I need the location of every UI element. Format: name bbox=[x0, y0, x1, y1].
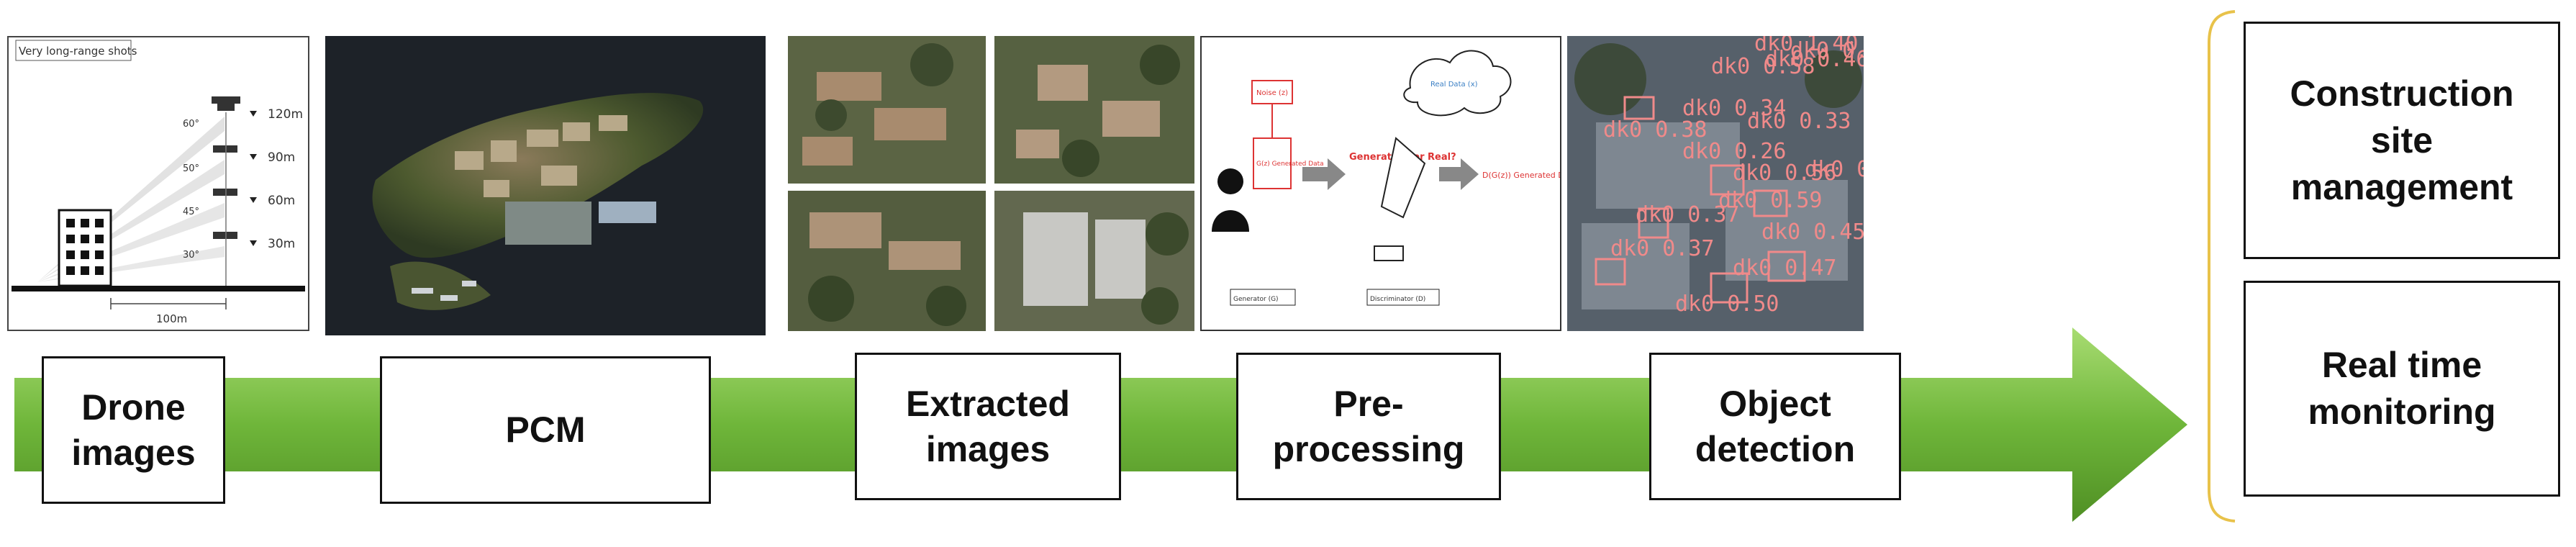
pcm-image bbox=[325, 36, 766, 335]
detection-label: dk0 0.26 bbox=[1682, 139, 1787, 164]
object-detection-image: dk0 1.40 dk0 0.58 dk0 0.46 dk0 0.32 dk0 … bbox=[1567, 36, 1864, 331]
detection-label: dk0 0.59 bbox=[1718, 188, 1823, 213]
drone-panel-title: Very long-range shots bbox=[19, 45, 137, 58]
drone-images-panel: Very long-range shots 120m 90m 60m 30m 6… bbox=[7, 36, 309, 331]
detection-label: dk0 0.56 bbox=[1733, 161, 1837, 186]
distance-label: 100m bbox=[156, 312, 187, 325]
detection-label: dk0 0.37 bbox=[1610, 236, 1715, 261]
noise-label: Noise (z) bbox=[1256, 89, 1288, 97]
extracted-image-4 bbox=[994, 191, 1194, 331]
output-construction-site-management: Construction site management bbox=[2244, 22, 2560, 259]
angle-label: 45° bbox=[183, 207, 199, 217]
stage-drone-images: Drone images bbox=[42, 356, 225, 504]
extracted-image-3 bbox=[788, 191, 986, 331]
discriminator-label: Discriminator (D) bbox=[1370, 296, 1425, 303]
detection-label: dk0 0.46 bbox=[1765, 47, 1864, 72]
detection-label: dk0 0.34 bbox=[1682, 96, 1787, 121]
output-bracket bbox=[2208, 10, 2236, 523]
generated-data-label: G(z) Generated Data bbox=[1256, 161, 1324, 168]
stage-pcm: PCM bbox=[380, 356, 711, 504]
detection-label: dk0 0.45 bbox=[1761, 220, 1864, 245]
altitude-label: 60m bbox=[268, 194, 295, 208]
detection-label: dk0 0.38 bbox=[1603, 117, 1707, 143]
detection-label: dk0 0.50 bbox=[1675, 291, 1779, 317]
stage-extracted-images: Extracted images bbox=[855, 353, 1121, 500]
building-icon bbox=[58, 209, 112, 287]
altitude-label: 30m bbox=[268, 237, 295, 251]
generator-label: Generator (G) bbox=[1233, 296, 1279, 303]
altitude-label: 120m bbox=[268, 107, 303, 122]
angle-label: 50° bbox=[183, 163, 199, 174]
detection-label: dk0 0.33 bbox=[1747, 109, 1851, 134]
real-data-label: Real Data (x) bbox=[1430, 81, 1478, 89]
extracted-image-2 bbox=[994, 36, 1194, 184]
extracted-image-1 bbox=[788, 36, 986, 184]
stage-pre-processing: Pre- processing bbox=[1236, 353, 1501, 500]
person-icon bbox=[1217, 168, 1243, 194]
detection-label: dk0 0.32 bbox=[1790, 38, 1864, 63]
output-label: D(G(z)) Generated D(x) Real bbox=[1482, 171, 1560, 180]
detection-label: dk0 0.27 bbox=[1805, 157, 1864, 182]
angle-label: 30° bbox=[183, 250, 199, 261]
detection-label: dk0 0.37 bbox=[1636, 202, 1740, 227]
detection-label: dk0 1.40 bbox=[1754, 36, 1859, 56]
detection-label: dk0 0.58 bbox=[1711, 54, 1815, 79]
angle-label: 60° bbox=[183, 119, 199, 130]
preprocessing-diagram: Noise (z) G(z) Generated Data Real Data … bbox=[1200, 36, 1561, 331]
altitude-label: 90m bbox=[268, 150, 295, 165]
detection-label: dk0 0.47 bbox=[1733, 256, 1837, 281]
stage-object-detection: Object detection bbox=[1649, 353, 1901, 500]
output-real-time-monitoring: Real time monitoring bbox=[2244, 281, 2560, 497]
